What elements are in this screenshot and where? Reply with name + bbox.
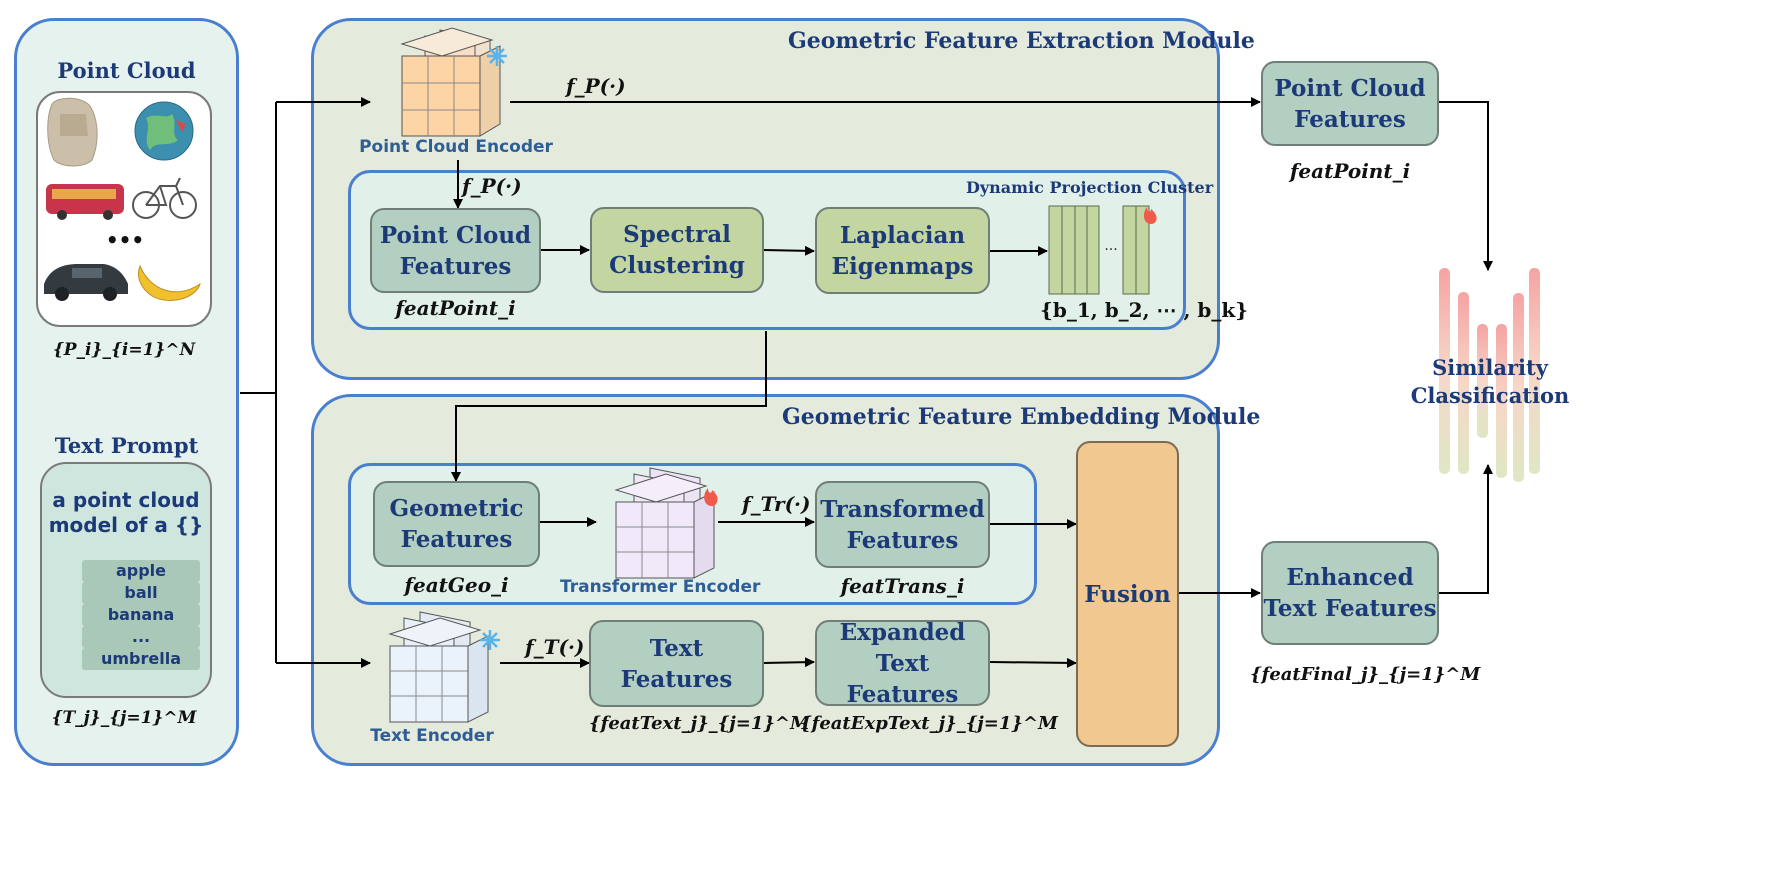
- basis-label: {b_1, b_2, ⋯ , b_k}: [1040, 298, 1249, 322]
- prompt-word-ball: ball: [82, 582, 200, 604]
- enhanced-text-features-box: Enhanced Text Features: [1261, 541, 1439, 645]
- feat-text-label: {featText_j}_{j=1}^M: [589, 713, 810, 734]
- feat-trans-label: featTrans_i: [840, 574, 965, 598]
- geometric-features-box: Geometric Features: [373, 481, 540, 567]
- feat-final-label: {featFinal_j}_{j=1}^M: [1250, 664, 1481, 685]
- bicycle-object: [132, 177, 197, 219]
- fp-down-label: f_P(·): [462, 174, 522, 198]
- prompt-template: a point cloud model of a {}: [48, 488, 204, 537]
- prompt-word-apple: apple: [82, 560, 200, 582]
- backpack-object: [47, 97, 98, 167]
- gallery-ellipsis: •••: [105, 228, 145, 252]
- cluster-title: Dynamic Projection Cluster: [966, 178, 1214, 197]
- transformer-encoder-label: Transformer Encoder: [560, 577, 761, 597]
- similarity-bars: [1439, 268, 1540, 482]
- spectral-clustering-box: Spectral Clustering: [590, 207, 764, 293]
- text-encoder-graphic: [388, 611, 489, 723]
- flame-icon: [1143, 207, 1157, 224]
- text-encoder-label: Text Encoder: [370, 726, 494, 746]
- fp-top-label: f_P(·): [566, 74, 626, 98]
- prompt-word-umbrella: umbrella: [82, 648, 200, 670]
- right-pc-features-box: Point Cloud Features: [1261, 61, 1439, 146]
- embedding-module-title: Geometric Feature Embedding Module: [782, 404, 1261, 430]
- right-feat-point-label: featPoint_i: [1289, 159, 1411, 183]
- flame-icon: [704, 488, 718, 506]
- basis-vectors: [1048, 205, 1150, 295]
- ftr-label: f_Tr(·): [742, 492, 811, 516]
- feat-point-label: featPoint_i: [395, 296, 516, 320]
- car-object: [44, 264, 128, 301]
- ft-label: f_T(·): [525, 635, 585, 659]
- similarity-classification-label: Similarity Classification: [1410, 355, 1570, 408]
- extraction-module-title: Geometric Feature Extraction Module: [788, 28, 1255, 54]
- prompt-word-banana: banana: [82, 604, 200, 626]
- transformer-encoder-graphic: [614, 467, 715, 579]
- prompt-word-ellipsis: ...: [82, 626, 200, 648]
- feat-geo-label: featGeo_i: [404, 573, 509, 597]
- basis-ellipsis: ...: [1104, 238, 1118, 254]
- globe-object: [134, 101, 194, 161]
- expanded-text-features-box: Expanded Text Features: [815, 619, 990, 708]
- snowflake-icon: [480, 630, 500, 650]
- point-cloud-encoder-label: Point Cloud Encoder: [359, 137, 553, 157]
- text-features-box: Text Features: [589, 620, 764, 707]
- fusion-box: Fusion: [1076, 441, 1179, 747]
- point-cloud-encoder-graphic: [400, 27, 501, 137]
- feat-exp-text-label: {featExpText_j}_{j=1}^M: [800, 713, 1058, 734]
- point-set-label: {P_i}_{i=1}^N: [52, 340, 196, 360]
- transformed-features-box: Transformed Features: [815, 481, 990, 568]
- pc-features-box: Point Cloud Features: [370, 208, 541, 293]
- text-prompt-title: Text Prompt: [54, 433, 199, 458]
- banana-object: [138, 264, 201, 301]
- bus-object: [46, 184, 124, 220]
- text-set-label: {T_j}_{j=1}^M: [51, 708, 197, 728]
- point-cloud-title: Point Cloud: [57, 58, 196, 83]
- laplacian-eigenmaps-box: Laplacian Eigenmaps: [815, 207, 990, 294]
- snowflake-icon: [487, 46, 507, 66]
